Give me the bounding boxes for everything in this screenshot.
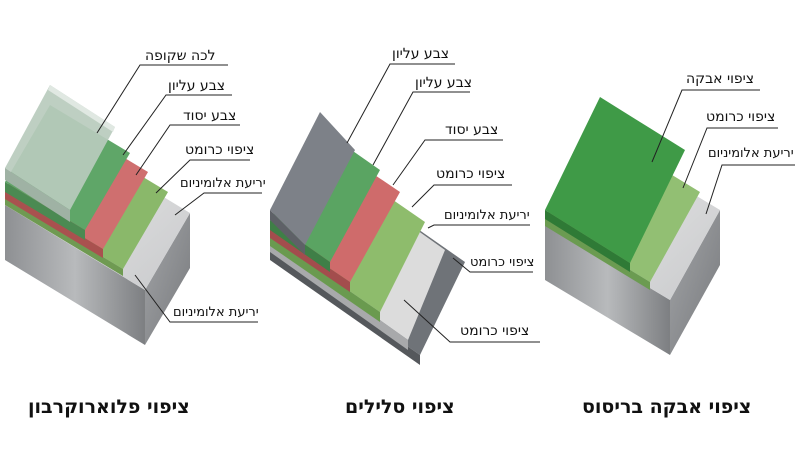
fluorocarbon-label-primer: צבע יסוד bbox=[183, 108, 237, 124]
coil-coating-block bbox=[270, 112, 465, 365]
coil-coating-title: ציפוי סלילים bbox=[345, 396, 455, 418]
powder-label-powder: ציפוי אבקה bbox=[686, 71, 755, 87]
coil-label-top-coat-green: צבע עליון bbox=[415, 75, 473, 91]
fluorocarbon-label-aluminium-top: יריעת אלומיניום bbox=[180, 176, 266, 191]
coil-label-chromate: ציפוי כרומט bbox=[436, 166, 506, 182]
coil-label-chromate-bottom: ציפוי כרומט bbox=[460, 323, 530, 339]
powder-label-chromate: ציפוי כרומט bbox=[706, 109, 776, 125]
fluorocarbon-title: ציפוי פלוארוקרבון bbox=[28, 396, 190, 418]
coil-label-aluminium: יריעת אלומיניום bbox=[444, 208, 530, 223]
fluorocarbon-label-clear-lacquer: לכה שקופה bbox=[145, 48, 216, 64]
fluorocarbon-label-top-coat: צבע עליון bbox=[168, 78, 226, 94]
powder-coating-title: ציפוי אבקה בריסוס bbox=[582, 396, 752, 418]
powder-label-aluminium: יריעת אלומיניום bbox=[708, 146, 794, 161]
coil-label-primer: צבע יסוד bbox=[445, 122, 499, 138]
powder-coating-block bbox=[545, 97, 720, 355]
fluorocarbon-label-aluminium-bottom: יריעת אלומיניום bbox=[173, 305, 259, 320]
coil-label-top-coat-grey: צבע עליון bbox=[392, 46, 450, 62]
powder-leaders bbox=[651, 89, 795, 215]
coil-leaders bbox=[346, 63, 540, 343]
fluorocarbon-block bbox=[5, 85, 190, 345]
fluorocarbon-label-chromate: ציפוי כרומט bbox=[185, 142, 255, 158]
fluorocarbon-leaders bbox=[96, 64, 262, 323]
coil-label-back-chromate: ציפוי כרומט bbox=[470, 255, 535, 270]
